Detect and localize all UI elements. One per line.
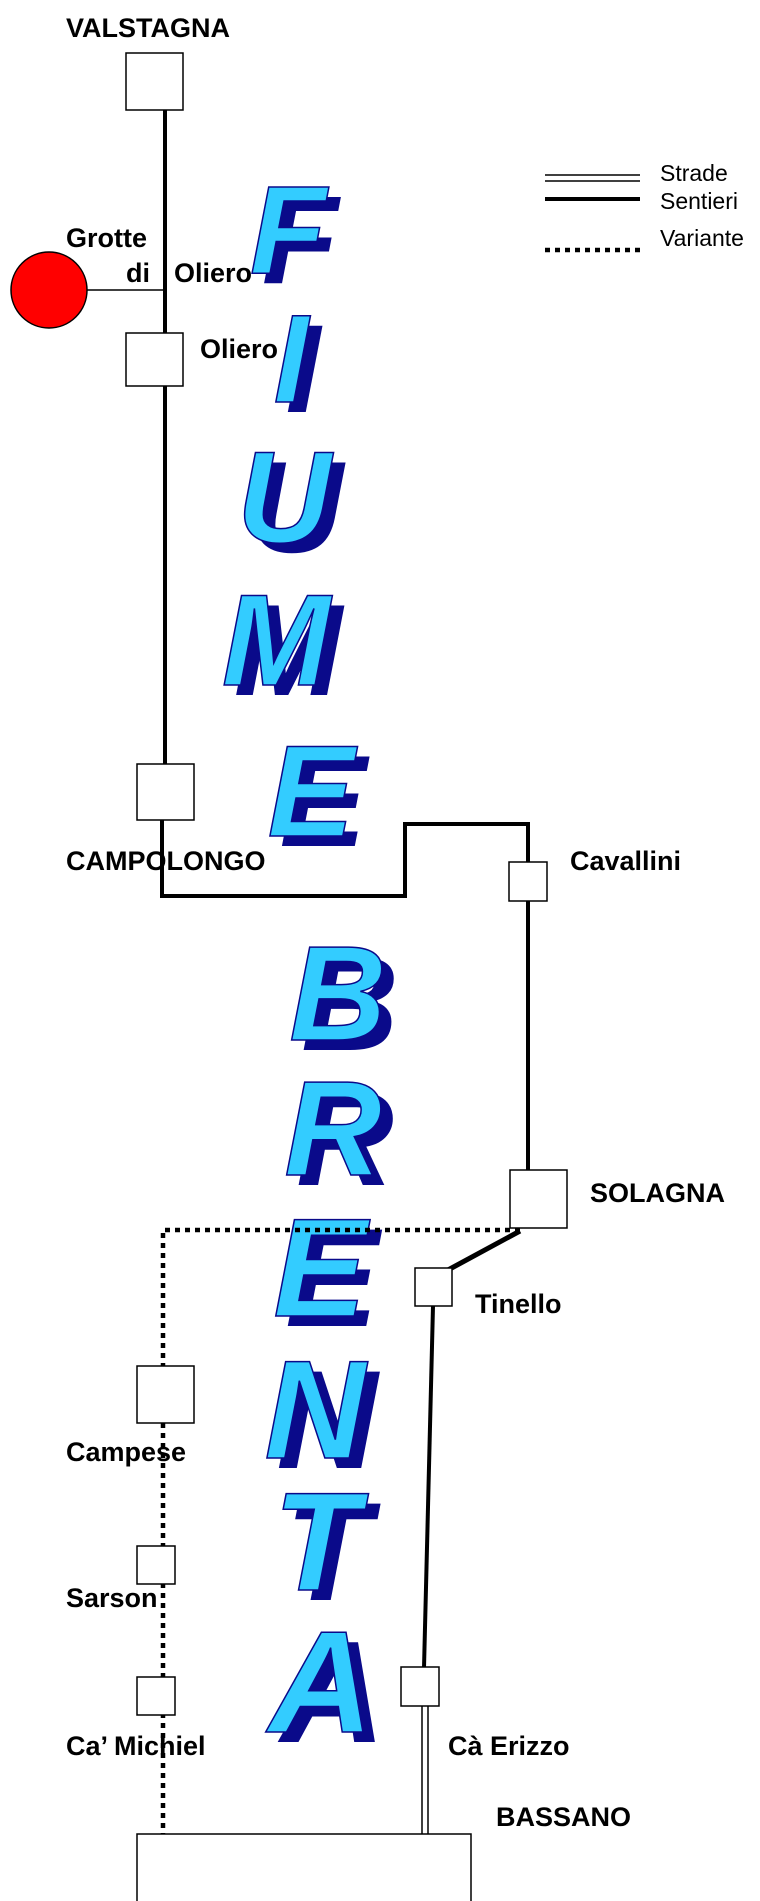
river-letter-b: B B [289, 917, 399, 1079]
svg-text:F: F [262, 171, 342, 310]
stop-sarson [136, 1545, 176, 1585]
stop-valstagna [125, 52, 184, 111]
svg-text:I: I [274, 290, 311, 429]
label-ca-erizzo: Cà Erizzo [448, 1731, 570, 1761]
svg-text:U: U [249, 434, 346, 580]
label-ca-michiel: Ca’ Michiel [66, 1731, 206, 1761]
svg-text:M: M [222, 567, 333, 713]
river-label-fiume: F F I I U U M M E E [221, 160, 370, 874]
svg-text:B: B [301, 928, 399, 1079]
trail-solagna-tinello [446, 1228, 522, 1273]
red-circle-icon [10, 251, 88, 329]
svg-text:F: F [250, 161, 330, 300]
svg-text:A: A [266, 1601, 374, 1763]
label-valstagna: VALSTAGNA [66, 13, 230, 43]
svg-text:I: I [286, 300, 323, 439]
svg-text:E: E [285, 1199, 382, 1356]
stop-campese [136, 1365, 195, 1424]
svg-text:E: E [280, 728, 370, 874]
trail-tinello-ca-erizzo [422, 1305, 435, 1669]
svg-text:R: R [284, 1053, 382, 1204]
svg-text:A: A [278, 1611, 386, 1773]
river-letter-r: R R [284, 1052, 394, 1214]
legend-strade-symbol [545, 174, 640, 182]
stop-ca-erizzo [400, 1666, 440, 1707]
svg-text:N: N [276, 1341, 380, 1498]
label-campolongo: CAMPOLONGO [66, 846, 266, 876]
legend-strade-label: Strade [660, 160, 728, 186]
stop-ca-michiel [136, 1676, 176, 1716]
label-sarson: Sarson [66, 1583, 158, 1613]
river-letter-u: U U [236, 423, 346, 580]
river-letter-n: N N [264, 1330, 381, 1498]
label-oliero: Oliero [200, 334, 278, 364]
svg-text:U: U [237, 424, 334, 570]
legend: Strade Sentieri Variante [545, 160, 744, 253]
river-letter-e2: E E [273, 1188, 383, 1356]
stop-solagna [509, 1169, 568, 1229]
stop-campolongo [136, 763, 195, 821]
river-letter-t: T T [272, 1462, 381, 1630]
svg-text:E: E [273, 1189, 370, 1346]
svg-text:M: M [234, 577, 345, 723]
svg-text:R: R [296, 1063, 394, 1214]
label-bassano: BASSANO [496, 1802, 631, 1832]
legend-variante-label: Variante [660, 225, 744, 251]
svg-text:T: T [273, 1463, 369, 1620]
label-solagna: SOLAGNA [590, 1178, 725, 1208]
svg-text:N: N [264, 1331, 368, 1488]
stop-bassano [136, 1833, 472, 1901]
label-tinello: Tinello [475, 1289, 562, 1319]
stop-cavallini [508, 861, 548, 902]
river-letter-f: F F [249, 160, 342, 310]
svg-text:B: B [289, 918, 387, 1069]
river-letter-m: M M [221, 566, 345, 723]
label-cavallini: Cavallini [570, 846, 681, 876]
label-campese: Campese [66, 1437, 186, 1467]
river-label-brenta: B B R R E E N N T T A A [264, 917, 399, 1773]
river-letter-a: A A [265, 1600, 386, 1773]
label-grotte-di: di [126, 258, 150, 288]
river-letter-i: I I [273, 289, 323, 439]
legend-sentieri-label: Sentieri [660, 188, 738, 214]
river-letter-e: E E [267, 717, 370, 874]
road-ca-erizzo-bassano [421, 1706, 429, 1835]
stop-oliero [125, 332, 184, 387]
svg-text:E: E [268, 718, 358, 864]
label-grotte-oliero: Oliero [174, 258, 252, 288]
label-grotte: Grotte [66, 223, 147, 253]
trail-campolongo-cavallini [160, 820, 530, 898]
stop-tinello [414, 1267, 453, 1307]
svg-text:T: T [285, 1473, 381, 1630]
variant-route [160, 1227, 520, 1835]
